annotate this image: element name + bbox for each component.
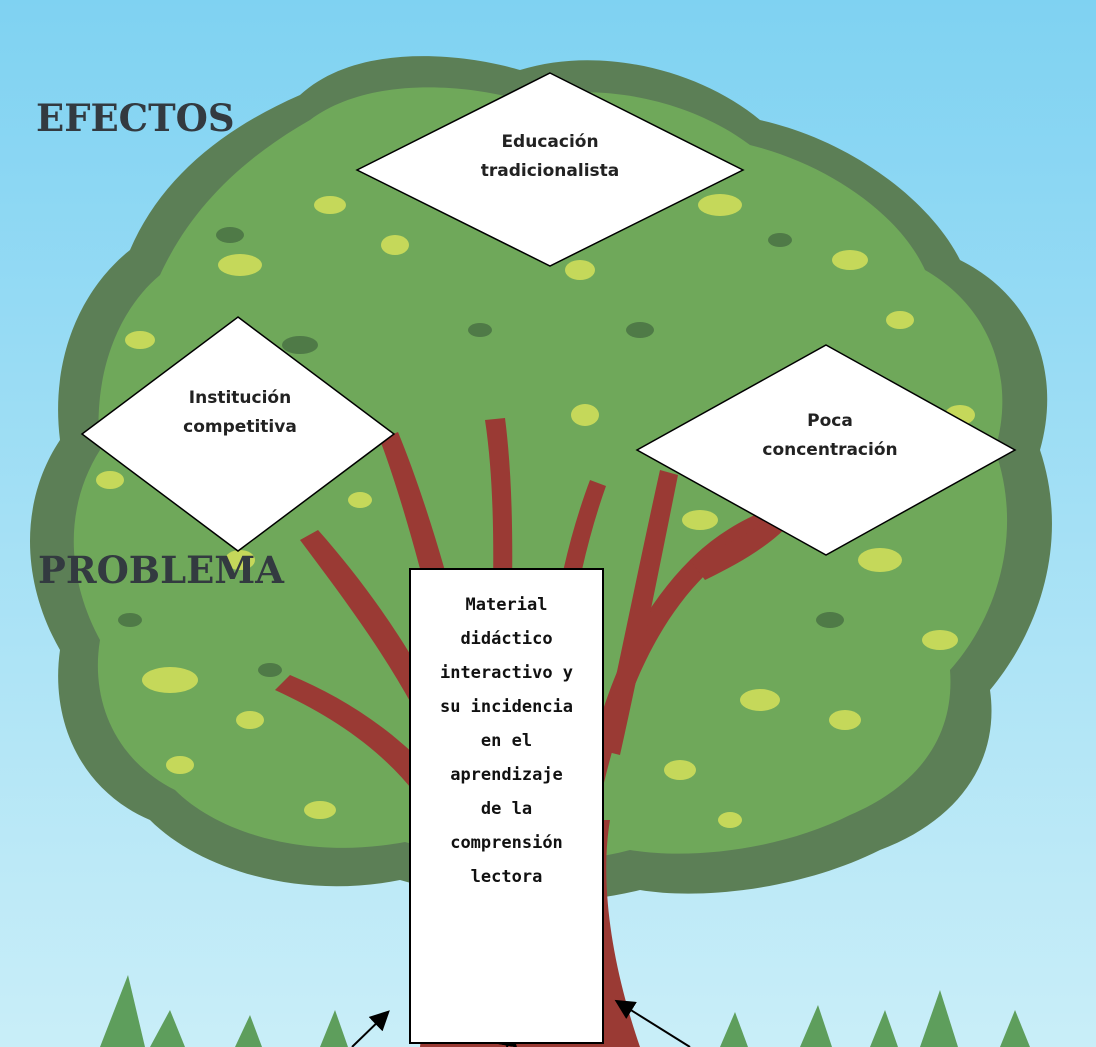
problem-line: Material	[465, 595, 548, 615]
problem-text: Material didáctico interactivo y su inci…	[431, 588, 582, 894]
efectos-heading: EFECTOS	[36, 96, 235, 140]
effect-label-institucion: Institución competitiva	[140, 384, 340, 442]
problem-line: su incidencia	[439, 697, 574, 717]
problema-heading: PROBLEMA	[38, 548, 284, 592]
problem-line: de la	[480, 799, 533, 819]
problem-line: comprensión	[450, 833, 563, 853]
problem-line: interactivo y	[439, 663, 574, 683]
tree-foliage	[73, 87, 1008, 862]
problem-line: en el	[480, 731, 533, 751]
effect-diamond-poca	[635, 344, 1017, 556]
effect-label-line1: Poca	[807, 411, 853, 431]
effect-label-line1: Educación	[501, 132, 599, 152]
effect-label-line2: competitiva	[183, 417, 297, 437]
grass	[100, 975, 1030, 1047]
effect-label-educacion: Educación tradicionalista	[440, 128, 660, 186]
arrow-right	[614, 999, 691, 1047]
problem-line: didáctico	[460, 629, 553, 649]
arrow-left	[351, 1010, 390, 1047]
effect-diamond-institucion	[80, 316, 396, 552]
effect-label-line2: tradicionalista	[480, 161, 620, 181]
effect-label-line2: concentración	[762, 440, 898, 460]
problem-line: aprendizaje	[450, 765, 563, 785]
effect-label-line1: Institución	[188, 388, 292, 408]
effect-diamond-educacion	[355, 72, 745, 267]
problem-box: Material didáctico interactivo y su inci…	[409, 568, 604, 1044]
leaf-spots	[96, 194, 975, 828]
effect-label-poca: Poca concentración	[730, 407, 930, 465]
problem-line: lectora	[470, 867, 543, 887]
foliage-shadows	[118, 227, 884, 677]
